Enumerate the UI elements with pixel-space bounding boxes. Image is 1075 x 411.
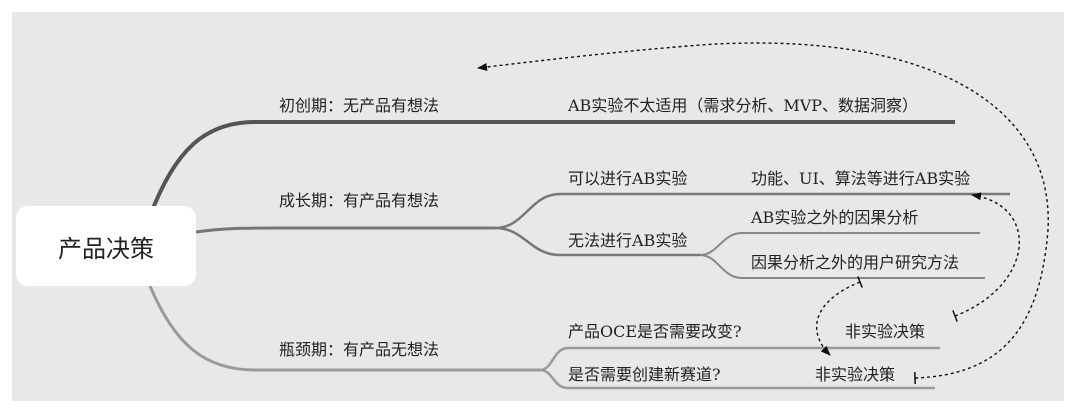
sub-label-cannot-ab: 无法进行AB实验 (568, 231, 688, 250)
leaf-causal-analysis: AB实验之外的因果分析 (751, 208, 919, 227)
leaf-non-experiment-decision-2: 非实验决策 (815, 365, 896, 384)
branch-causal (699, 232, 980, 256)
leaf-user-research: 因果分析之外的用户研究方法 (751, 253, 960, 272)
leaf-ab-not-suitable: AB实验不太适用（需求分析、MVP、数据洞察） (568, 96, 919, 115)
leaf-ab-features: 功能、UI、算法等进行AB实验 (751, 169, 971, 188)
leaf-non-experiment-decision-1: 非实验决策 (845, 322, 926, 341)
dashed-arrow-research-to-decision (815, 276, 863, 356)
branch-growth (195, 226, 495, 234)
stage-label-bottleneck: 瓶颈期：有产品无想法 (279, 340, 440, 359)
stage-label-startup: 初创期：无产品有想法 (279, 96, 440, 115)
dashed-arrow-new-track-to-startup (477, 42, 1049, 385)
dashed-arrow-oce-to-growth (952, 192, 1020, 322)
stage-label-growth: 成长期：有产品有想法 (279, 191, 440, 210)
sub-label-can-ab: 可以进行AB实验 (568, 169, 688, 188)
sub-label-oce-change: 产品OCE是否需要改变? (568, 322, 742, 341)
root-node-product-decision: 产品决策 (16, 206, 196, 286)
branch-bottleneck (148, 285, 540, 372)
sub-label-new-track: 是否需要创建新赛道? (568, 365, 721, 384)
branch-startup (148, 120, 955, 217)
